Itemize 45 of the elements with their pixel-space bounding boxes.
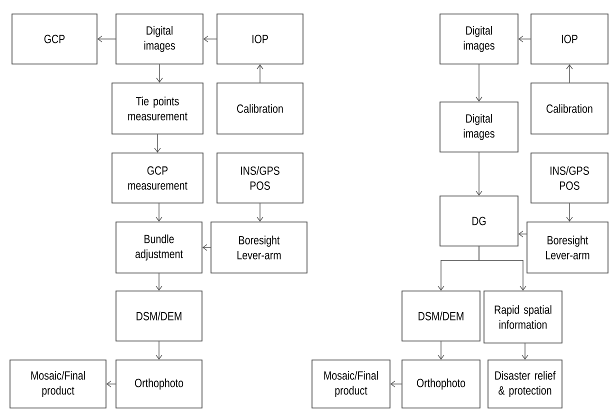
process-box: Digital images — [440, 102, 518, 152]
process-box: Digital images — [440, 14, 518, 64]
arrow — [202, 244, 211, 251]
arrow — [97, 36, 116, 42]
arrow — [390, 380, 402, 388]
process-box: IOP — [530, 14, 608, 64]
arrow — [203, 36, 217, 42]
arrow — [256, 203, 264, 222]
arrow — [156, 273, 162, 291]
arrow — [518, 36, 531, 42]
process-box: Mosaic/Final product — [312, 360, 390, 408]
process-box: IOP — [216, 14, 304, 64]
arrow — [566, 203, 573, 222]
process-box: Digital images — [116, 14, 204, 64]
process-box: Calibration — [216, 82, 304, 134]
arrow — [438, 341, 444, 360]
arrow — [156, 64, 163, 83]
process-box: Disaster relief & protection — [488, 360, 562, 408]
process-box: DG — [440, 196, 518, 246]
process-box: Mosaic/Final product — [10, 360, 106, 408]
arrow — [156, 203, 162, 222]
process-box: Boresight Lever-arm — [526, 222, 608, 274]
process-box: Orthophoto — [402, 360, 480, 408]
process-box: Bundle adjustment — [116, 222, 202, 274]
process-box: Calibration — [530, 82, 608, 134]
process-box: GCP measurement — [112, 152, 204, 204]
arrow — [256, 64, 264, 83]
arrow — [518, 230, 527, 238]
process-box: Boresight Lever-arm — [210, 222, 308, 274]
arrow — [478, 246, 526, 291]
arrow — [476, 64, 482, 102]
arrow — [476, 152, 482, 196]
arrow — [566, 64, 573, 83]
process-box: Rapid spatial information — [484, 290, 562, 344]
process-box: Tie points measurement — [112, 82, 204, 134]
process-box: INS/GPS POS — [216, 152, 304, 204]
arrow — [106, 380, 116, 388]
process-box: DSM/DEM — [116, 290, 202, 342]
process-box: INS/GPS POS — [530, 152, 608, 204]
process-box: DSM/DEM — [402, 290, 480, 342]
arrow — [522, 343, 528, 360]
arrow — [156, 341, 162, 360]
process-box: Orthophoto — [116, 360, 202, 408]
arrow — [154, 134, 161, 153]
process-box: GCP — [12, 14, 98, 64]
